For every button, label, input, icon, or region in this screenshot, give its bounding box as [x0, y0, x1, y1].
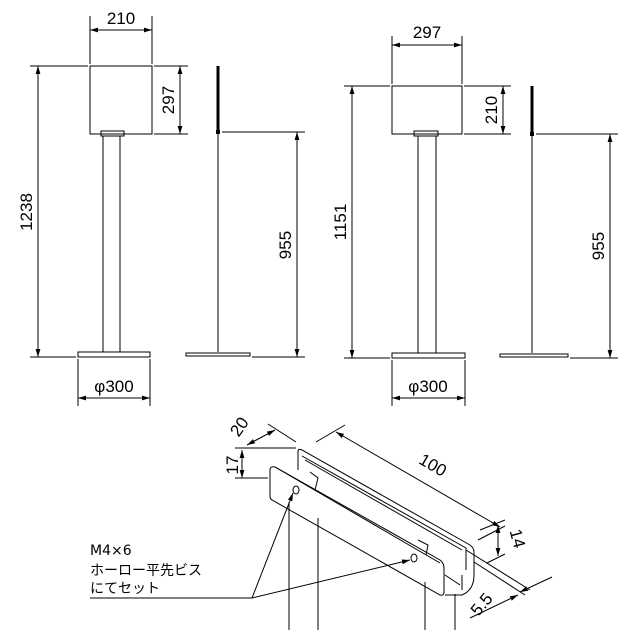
bracket-detail: 17 20 100 14 5.5: [90, 414, 553, 630]
dim-14: 14: [506, 527, 529, 550]
dim-total-height-r: 1151: [331, 204, 350, 241]
dim-20: 20: [226, 414, 252, 440]
right-stand-front: [391, 85, 466, 359]
right-dimensions: 297 210 1151 φ300: [331, 23, 511, 406]
dim-base-r: φ300: [408, 377, 447, 396]
dim-sign-height-r: 210: [482, 96, 501, 124]
left-stand-side: 955: [185, 66, 305, 358]
dim-17: 17: [223, 456, 242, 475]
dim-100: 100: [416, 450, 450, 481]
dim-5-5: 5.5: [467, 589, 497, 619]
note-line-2: ホーロー平先ビス: [90, 563, 202, 579]
left-stand-front: [77, 65, 153, 358]
left-dimensions: 210 297 1238 φ300: [17, 9, 188, 406]
dim-total-height: 1238: [17, 193, 36, 231]
dim-sign-height: 297: [159, 86, 178, 114]
dim-width-r: 297: [413, 23, 441, 42]
dim-width: 210: [107, 9, 135, 28]
note-line-1: M4×6: [90, 543, 132, 559]
note-line-3: にてセット: [90, 581, 160, 597]
dim-pole-height-r: 955: [589, 232, 608, 260]
dim-base: φ300: [94, 377, 133, 396]
dim-pole-height: 955: [276, 231, 295, 259]
right-stand-side: 955: [499, 86, 618, 359]
